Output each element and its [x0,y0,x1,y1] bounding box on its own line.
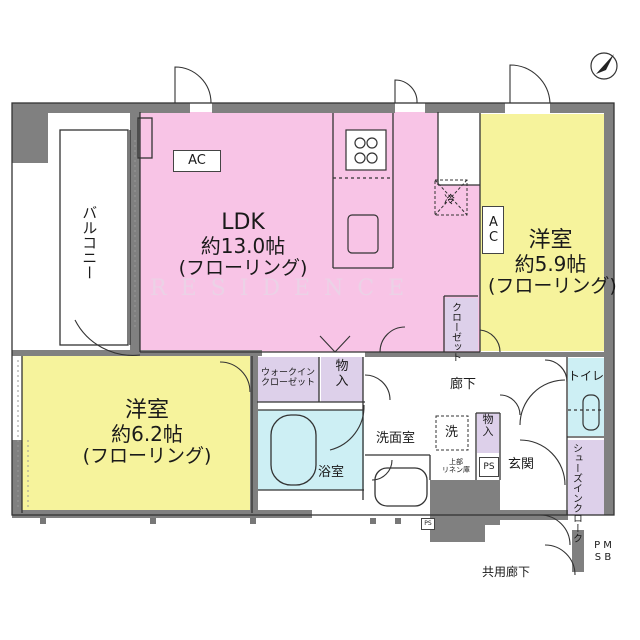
linen-line1: 上部 [449,458,463,466]
storage-1-char2: 入 [335,373,349,389]
walkin-closet-line2: クローゼット [260,378,315,389]
corridor-label: 廊下 [450,377,477,392]
storage-1-fill [321,357,363,402]
compass [590,52,618,80]
storage-2-label: 物 入 [477,413,499,439]
western-west-fill [22,356,252,513]
western-west-name: 洋室 [124,398,169,423]
shoe-closet-fill [568,440,604,515]
entrance-label: 玄関 [508,457,535,472]
fridge-box [434,179,468,216]
shoe-closet-line1: シューズイン [570,443,582,503]
dashed-lines [17,140,136,510]
pmsb-line2: S B [594,551,612,563]
closet-line2: ゼット [449,332,461,362]
linen-label: 上部 リネン庫 [434,458,478,474]
closet-label: クローゼット [449,302,461,362]
washer-box [435,415,469,451]
toilet-fill [568,358,604,436]
closet-line1: クロー [449,302,461,332]
shoe-closet-line2: クローク [570,503,582,543]
ldk-label: LDK 約13.0帖 (フローリング) [178,210,308,280]
wall-ticks [40,518,401,524]
fridge-label: 冷 [444,193,455,206]
western-east-floor: (フローリング) [488,275,617,298]
toilet-label: トイレ [568,369,605,383]
closet-fill [445,298,478,351]
western-west-floor: (フローリング) [82,445,212,468]
ldk-name: LDK [221,210,265,235]
ldk-size: 約13.0帖 [200,234,286,259]
walkin-closet-line1: ウォークイン [260,368,315,378]
washer-label: 洗 [445,425,459,440]
pmsb-label: P M S B [588,540,618,563]
bathroom-label: 浴室 [318,465,345,480]
walls [12,103,614,572]
ldk-ac-unit: AC [173,150,221,172]
washroom-label: 洗面室 [376,431,416,446]
pmsb-line1: P M [594,540,612,551]
storage-1-label: 物 入 [321,359,363,390]
ldk-floor: (フローリング) [178,257,308,280]
storage-1-char1: 物 [335,359,349,374]
toilet-fixture [568,394,604,431]
kitchen [333,129,393,254]
walkin-closet-fill [257,357,319,402]
storage-2-fill [477,413,499,453]
walkin-closet-label: ウォークイン クローゼット [257,368,319,389]
balcony-label: バルコニー [80,205,99,280]
western-west-size: 約6.2帖 [111,422,183,447]
western-east-name: 洋室 [528,228,573,253]
western-east-ac-unit: AC [482,206,504,254]
interior-lines [11,102,615,516]
doors [74,64,576,576]
shoe-closet-label: シューズインクローク [570,443,582,543]
common-corridor-label: 共用廊下 [482,565,531,579]
ps-box: PS [479,457,499,477]
bath-fill [258,410,364,490]
western-west-label: 洋室 約6.2帖 (フローリング) [72,398,222,468]
western-east-size: 約5.9帖 [514,252,587,277]
storage-2-char1: 物 [482,413,494,426]
watermark: RESIDENCE [150,276,419,301]
western-east-label: 洋室 約5.9帖 (フローリング) [488,228,617,298]
ps-small-box: PS [421,518,435,530]
linen-line2: リネン庫 [442,466,470,475]
storage-2-char2: 入 [482,425,494,439]
